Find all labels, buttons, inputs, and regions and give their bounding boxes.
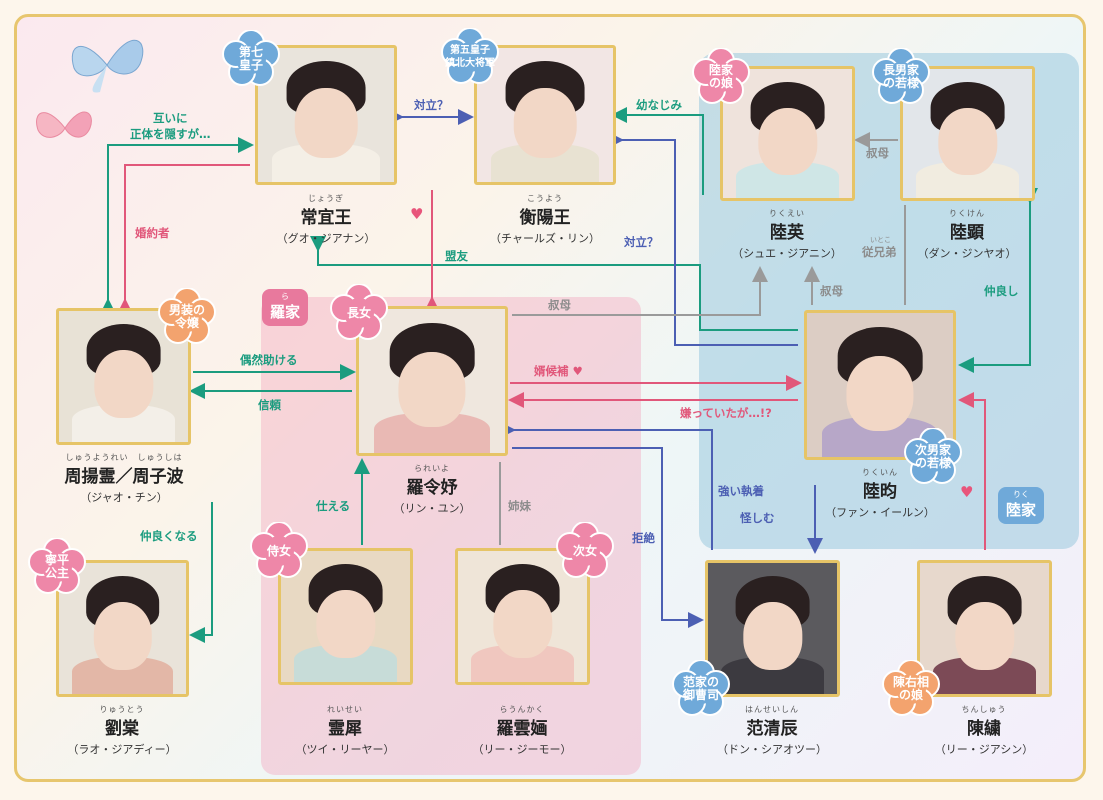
tag-chenxiu: 陳右相 の娘: [882, 660, 940, 718]
name-luoling: られいよ羅令妤（リン・ユン）: [393, 464, 471, 515]
heart-icon: ♥: [572, 364, 583, 378]
rel-cousin: 従兄弟: [862, 245, 897, 259]
name-fan: はんせいしん范清辰（ドン・シアオツー）: [717, 705, 827, 756]
tag-changyi: 第七 皇子: [222, 30, 280, 88]
photo-chenxiu: [917, 560, 1052, 697]
name-luying: りくえい陸英（シュエ・ジアニン）: [732, 209, 842, 260]
name-liutang: りゅうとう劉棠（ラオ・ジアディー）: [67, 705, 177, 756]
photo-hengyang: [474, 45, 616, 185]
rel-rival2: 対立？: [624, 235, 659, 249]
rel-suitor: 婿候補 ♥: [534, 364, 583, 378]
tag-liutang: 寧平 公主: [28, 538, 86, 596]
rel-sisters: 姉妹: [508, 499, 531, 513]
tag-fan: 范家の 御曹司: [672, 660, 730, 718]
rel-aunt3: 叔母: [820, 284, 843, 298]
riku-family-label: りく陸家: [998, 487, 1045, 524]
rel-rival1: 対立？: [414, 98, 449, 112]
rel-refuse: 拒絶: [632, 531, 655, 545]
rel-suspect: 怪しむ: [740, 511, 775, 525]
rel-fiance: 婚約者: [135, 226, 170, 240]
ra-family-label: ら羅家: [262, 289, 309, 326]
rel-cousin-ruby: いとこ: [870, 236, 891, 244]
tag-lingxi: 侍女: [250, 522, 308, 580]
butterfly-icon: [36, 111, 92, 138]
photo-luoling: [356, 306, 508, 456]
photo-luoyun: [455, 548, 590, 685]
name-lingxi: れいせい霊犀（ツイ・リーヤー）: [295, 705, 395, 756]
tag-luyun: 次男家 の若様: [904, 428, 962, 486]
rel-aunt2: 叔母: [548, 298, 571, 312]
rel-obsess: 強い執着: [718, 484, 764, 498]
photo-fan: [705, 560, 840, 697]
butterfly-icon: [71, 39, 144, 93]
name-hengyang: こうよう衡陽王（チャールズ・リン）: [490, 194, 600, 245]
photo-luying: [720, 66, 855, 201]
tag-luoling: 長女: [330, 284, 388, 342]
photo-luxian: [900, 66, 1035, 201]
rel-trust: 信頼: [258, 398, 281, 412]
tag-hengyang: 第五皇子 鎮北大将軍: [441, 28, 499, 86]
rel-aunt1: 叔母: [866, 146, 889, 160]
name-zhou: しゅうようれい しゅうしは周揚霊／周子波（ジャオ・チン）: [64, 453, 184, 504]
rel-hidden: 互いに 正体を隠すが…: [130, 111, 211, 141]
heart-icon: ♥: [960, 483, 974, 501]
rel-close2: 仲良くなる: [140, 529, 198, 543]
photo-changyi: [255, 45, 397, 185]
name-luxian: りくけん陸顕（ダン・ジンヤオ）: [917, 209, 1017, 260]
name-luoyun: らうんかく羅雲婳（リー・ジーモー）: [472, 705, 572, 756]
tag-luying: 陸家 の娘: [692, 48, 750, 106]
photo-lingxi: [278, 548, 413, 685]
rel-close1: 仲良し: [984, 284, 1019, 298]
tag-zhou: 男装の 令嬢: [158, 288, 216, 346]
name-chenxiu: ちんしゅう陳繍（リー・ジアシン）: [934, 705, 1034, 756]
photo-zhou: [56, 308, 191, 445]
rel-serve: 仕える: [316, 499, 351, 513]
rel-ally: 盟友: [445, 249, 468, 263]
tag-luxian: 長男家 の若様: [872, 48, 930, 106]
heart-icon: ♥: [410, 205, 424, 223]
tag-luoyun: 次女: [556, 522, 614, 580]
name-luyun: りくいん陸昀（ファン・イールン）: [825, 468, 935, 519]
rel-saved: 偶然助ける: [240, 353, 298, 367]
rel-childhood: 幼なじみ: [636, 98, 682, 112]
name-changyi: じょうぎ常宜王（グオ・ジアナン）: [276, 194, 376, 245]
rel-disliked: 嫌っていたが…!?: [680, 406, 772, 420]
